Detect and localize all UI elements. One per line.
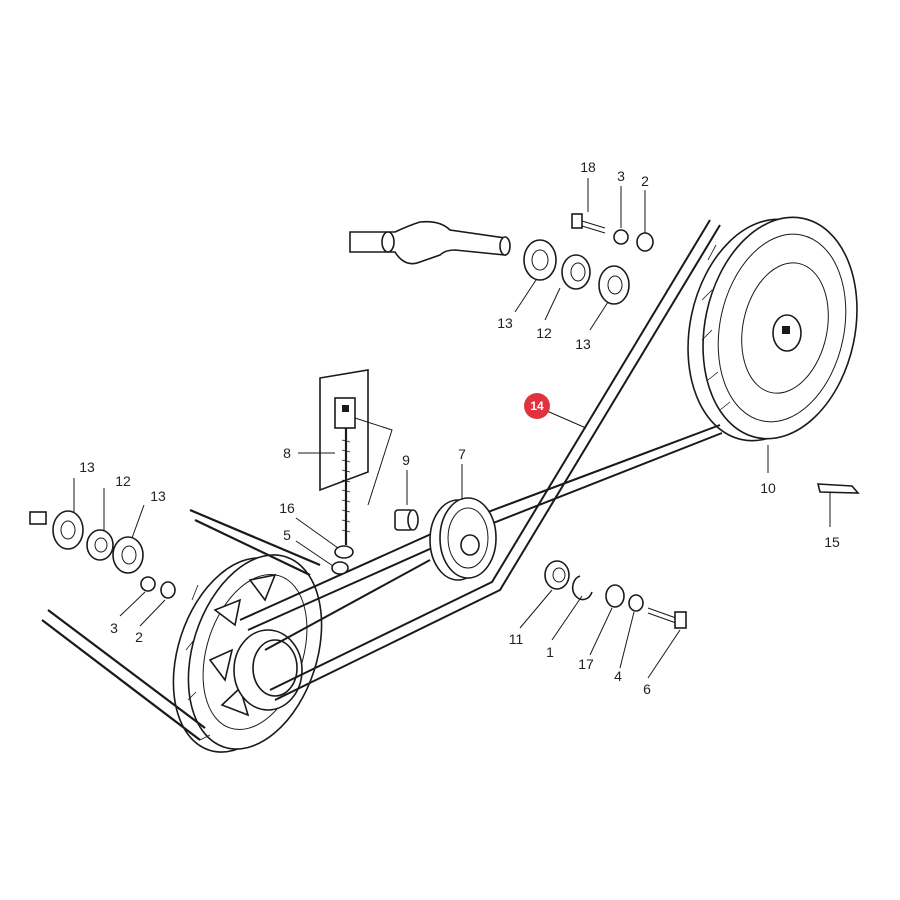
callout-18: 18 (580, 159, 596, 175)
callout-1: 1 (546, 644, 554, 660)
callout-13-left-b: 13 (150, 488, 166, 504)
drive-pulley (172, 554, 323, 753)
callout-13-left-a: 13 (79, 459, 95, 475)
callout-9: 9 (402, 452, 410, 468)
callout-3-upper: 3 (617, 168, 625, 184)
callout-3-left: 3 (110, 620, 118, 636)
callout-14: 14 (530, 399, 544, 413)
key-15 (816, 483, 860, 494)
upper-bearing-set (523, 213, 654, 305)
leader-lines (73, 178, 831, 679)
callout-7: 7 (458, 446, 466, 462)
callout-5: 5 (283, 527, 291, 543)
callout-11: 11 (509, 631, 524, 647)
callout-8: 8 (283, 445, 291, 461)
spacer-9 (394, 509, 419, 531)
callout-13-upper-left: 13 (497, 315, 513, 331)
callout-16: 16 (279, 500, 295, 516)
crank-shaft (349, 220, 511, 265)
callout-2-left: 2 (135, 629, 143, 645)
large-pulley (687, 216, 858, 442)
washer-nut-16-5 (331, 545, 354, 575)
idler-pulley (429, 497, 497, 581)
callout-12-upper: 12 (536, 325, 552, 341)
callout-labels: 18 3 2 13 12 13 14 8 9 7 10 13 12 13 16 … (79, 159, 840, 697)
callout-4: 4 (614, 668, 622, 684)
callout-13-upper-right: 13 (575, 336, 591, 352)
callout-2-upper: 2 (641, 173, 649, 189)
highlight-badge (524, 393, 550, 419)
callout-10: 10 (760, 480, 776, 496)
frame-rails (41, 508, 321, 741)
callout-17: 17 (578, 656, 594, 672)
callout-14-highlight: 14 (524, 393, 550, 419)
left-bearing-set (29, 510, 176, 599)
right-hardware-set (544, 560, 687, 629)
callout-6: 6 (643, 681, 651, 697)
callout-15: 15 (824, 534, 840, 550)
callout-12-left: 12 (115, 473, 131, 489)
tension-bracket (319, 369, 393, 545)
